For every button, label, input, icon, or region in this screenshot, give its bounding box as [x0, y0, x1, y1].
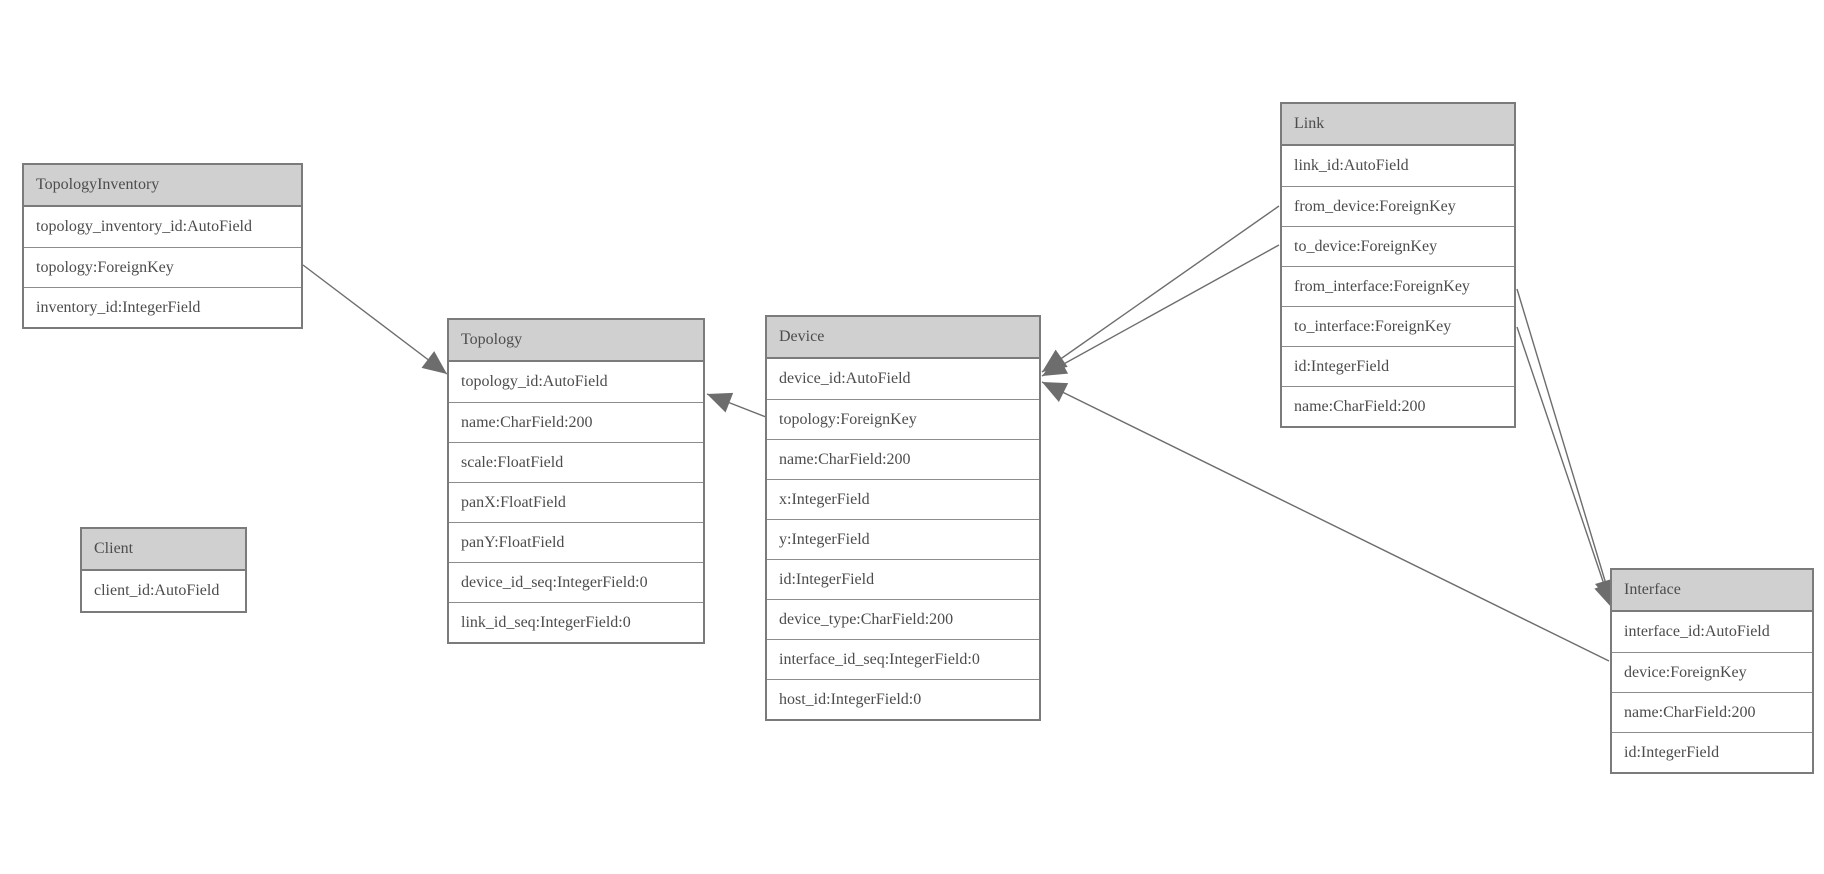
entity-field-row: device_id:AutoField: [767, 359, 1039, 399]
arrowhead: [421, 351, 447, 374]
entity-field-label: client_id:AutoField: [94, 582, 220, 599]
entity-field-row: to_device:ForeignKey: [1282, 226, 1514, 266]
entity-title: Topology: [461, 331, 523, 348]
entity-field-row: id:IntegerField: [1282, 346, 1514, 386]
entity-field-label: id:IntegerField: [779, 571, 875, 588]
entity-field-row: id:IntegerField: [767, 559, 1039, 599]
entity-field-row: id:IntegerField: [1612, 732, 1812, 772]
entity-field-label: topology:ForeignKey: [779, 411, 917, 428]
entity-field-row: device_id_seq:IntegerField:0: [449, 562, 703, 602]
entity-field-label: topology:ForeignKey: [36, 259, 174, 276]
entity-field-row: from_device:ForeignKey: [1282, 186, 1514, 226]
entity-title: Link: [1294, 115, 1325, 132]
entity-field-label: link_id:AutoField: [1294, 157, 1409, 174]
entity-field-row: interface_id:AutoField: [1612, 612, 1812, 652]
entity-field-row: link_id_seq:IntegerField:0: [449, 602, 703, 642]
entity-field-row: name:CharField:200: [1612, 692, 1812, 732]
arrowhead: [1042, 382, 1069, 403]
arrowhead: [1042, 355, 1069, 376]
entity-field-label: from_interface:ForeignKey: [1294, 278, 1470, 295]
entity-field-label: link_id_seq:IntegerField:0: [461, 614, 631, 631]
entity-field-row: topology_id:AutoField: [449, 362, 703, 402]
entity-field-label: inventory_id:IntegerField: [36, 299, 201, 316]
entity-field-row: panX:FloatField: [449, 482, 703, 522]
entity-field-row: to_interface:ForeignKey: [1282, 306, 1514, 346]
entity-field-row: topology:ForeignKey: [24, 247, 301, 287]
entity-field-label: to_interface:ForeignKey: [1294, 318, 1452, 335]
entity-field-label: scale:FloatField: [461, 454, 564, 471]
entity-field-label: topology_id:AutoField: [461, 373, 608, 390]
relationship-line: [1041, 244, 1280, 377]
edge-link-from_interface-interface: [1516, 288, 1616, 605]
edge-interface-device: [1041, 381, 1610, 662]
entity-field-label: host_id:IntegerField:0: [779, 691, 922, 708]
edge-device-topology: [706, 392, 767, 418]
entity-interface: Interface interface_id:AutoField device:Fo…: [1610, 568, 1814, 774]
entity-field-label: interface_id_seq:IntegerField:0: [779, 651, 980, 668]
entity-field-row: device:ForeignKey: [1612, 652, 1812, 692]
entity-field-label: name:CharField:200: [779, 451, 911, 468]
entity-field-label: name:CharField:200: [461, 414, 593, 431]
arrowhead: [1594, 581, 1615, 608]
entity-field-label: device_id_seq:IntegerField:0: [461, 574, 648, 591]
entity-field-row: scale:FloatField: [449, 442, 703, 482]
entity-field-label: id:IntegerField: [1624, 744, 1720, 761]
entity-field-row: x:IntegerField: [767, 479, 1039, 519]
entity-header: TopologyInventory: [24, 165, 301, 207]
entity-field-label: y:IntegerField: [779, 531, 870, 548]
entity-title: Interface: [1624, 581, 1681, 598]
entity-field-label: x:IntegerField: [779, 491, 870, 508]
entity-field-row: device_type:CharField:200: [767, 599, 1039, 639]
entity-header: Link: [1282, 104, 1514, 146]
entity-header: Client: [82, 529, 245, 571]
entity-field-label: to_device:ForeignKey: [1294, 238, 1438, 255]
entity-field-row: from_interface:ForeignKey: [1282, 266, 1514, 306]
entity-field-label: from_device:ForeignKey: [1294, 198, 1456, 215]
relationship-line: [1516, 326, 1613, 609]
entity-topologyinventory: TopologyInventory topology_inventory_id:A…: [22, 163, 303, 329]
entity-field-label: interface_id:AutoField: [1624, 623, 1770, 640]
entity-field-label: device_type:CharField:200: [779, 611, 954, 628]
entity-header: Interface: [1612, 570, 1812, 612]
entity-field-row: inventory_id:IntegerField: [24, 287, 301, 327]
arrowhead: [707, 392, 734, 413]
entity-field-row: y:IntegerField: [767, 519, 1039, 559]
entity-topology: Topology topology_id:AutoField name:CharFi…: [447, 318, 705, 644]
entity-title: TopologyInventory: [36, 176, 160, 193]
entity-field-row: name:CharField:200: [767, 439, 1039, 479]
entity-field-row: client_id:AutoField: [82, 571, 245, 611]
entity-client: Client client_id:AutoField: [80, 527, 247, 613]
entity-field-label: device_id:AutoField: [779, 370, 911, 387]
entity-field-row: name:CharField:200: [449, 402, 703, 442]
edge-link-from_device-device: [1041, 205, 1280, 373]
entity-field-row: interface_id_seq:IntegerField:0: [767, 639, 1039, 679]
entity-field-label: topology_inventory_id:AutoField: [36, 218, 252, 235]
relationship-line: [1516, 288, 1613, 605]
entity-field-row: topology:ForeignKey: [767, 399, 1039, 439]
edge-link-to_device-device: [1041, 244, 1280, 377]
entity-header: Topology: [449, 320, 703, 362]
entity-field-row: host_id:IntegerField:0: [767, 679, 1039, 719]
relationship-line: [302, 264, 448, 375]
entity-field-label: name:CharField:200: [1294, 398, 1426, 415]
edge-topologyinventory-topology: [302, 264, 448, 375]
entity-field-row: topology_inventory_id:AutoField: [24, 207, 301, 247]
entity-field-row: name:CharField:200: [1282, 386, 1514, 426]
entity-field-row: panY:FloatField: [449, 522, 703, 562]
entity-field-row: link_id:AutoField: [1282, 146, 1514, 186]
relationship-line: [1041, 205, 1280, 373]
relationship-line: [1041, 381, 1610, 662]
entity-header: Device: [767, 317, 1039, 359]
entity-field-label: panX:FloatField: [461, 494, 566, 511]
entity-field-label: device:ForeignKey: [1624, 664, 1747, 681]
entity-link: Link link_id:AutoField from_device:Foreign…: [1280, 102, 1516, 428]
entity-title: Client: [94, 540, 134, 557]
entity-field-label: name:CharField:200: [1624, 704, 1756, 721]
entity-device: Device device_id:AutoField topology:Foreig…: [765, 315, 1041, 721]
edge-link-to_interface-interface: [1516, 326, 1615, 609]
entity-field-label: panY:FloatField: [461, 534, 565, 551]
entity-field-label: id:IntegerField: [1294, 358, 1390, 375]
entity-title: Device: [779, 328, 825, 345]
